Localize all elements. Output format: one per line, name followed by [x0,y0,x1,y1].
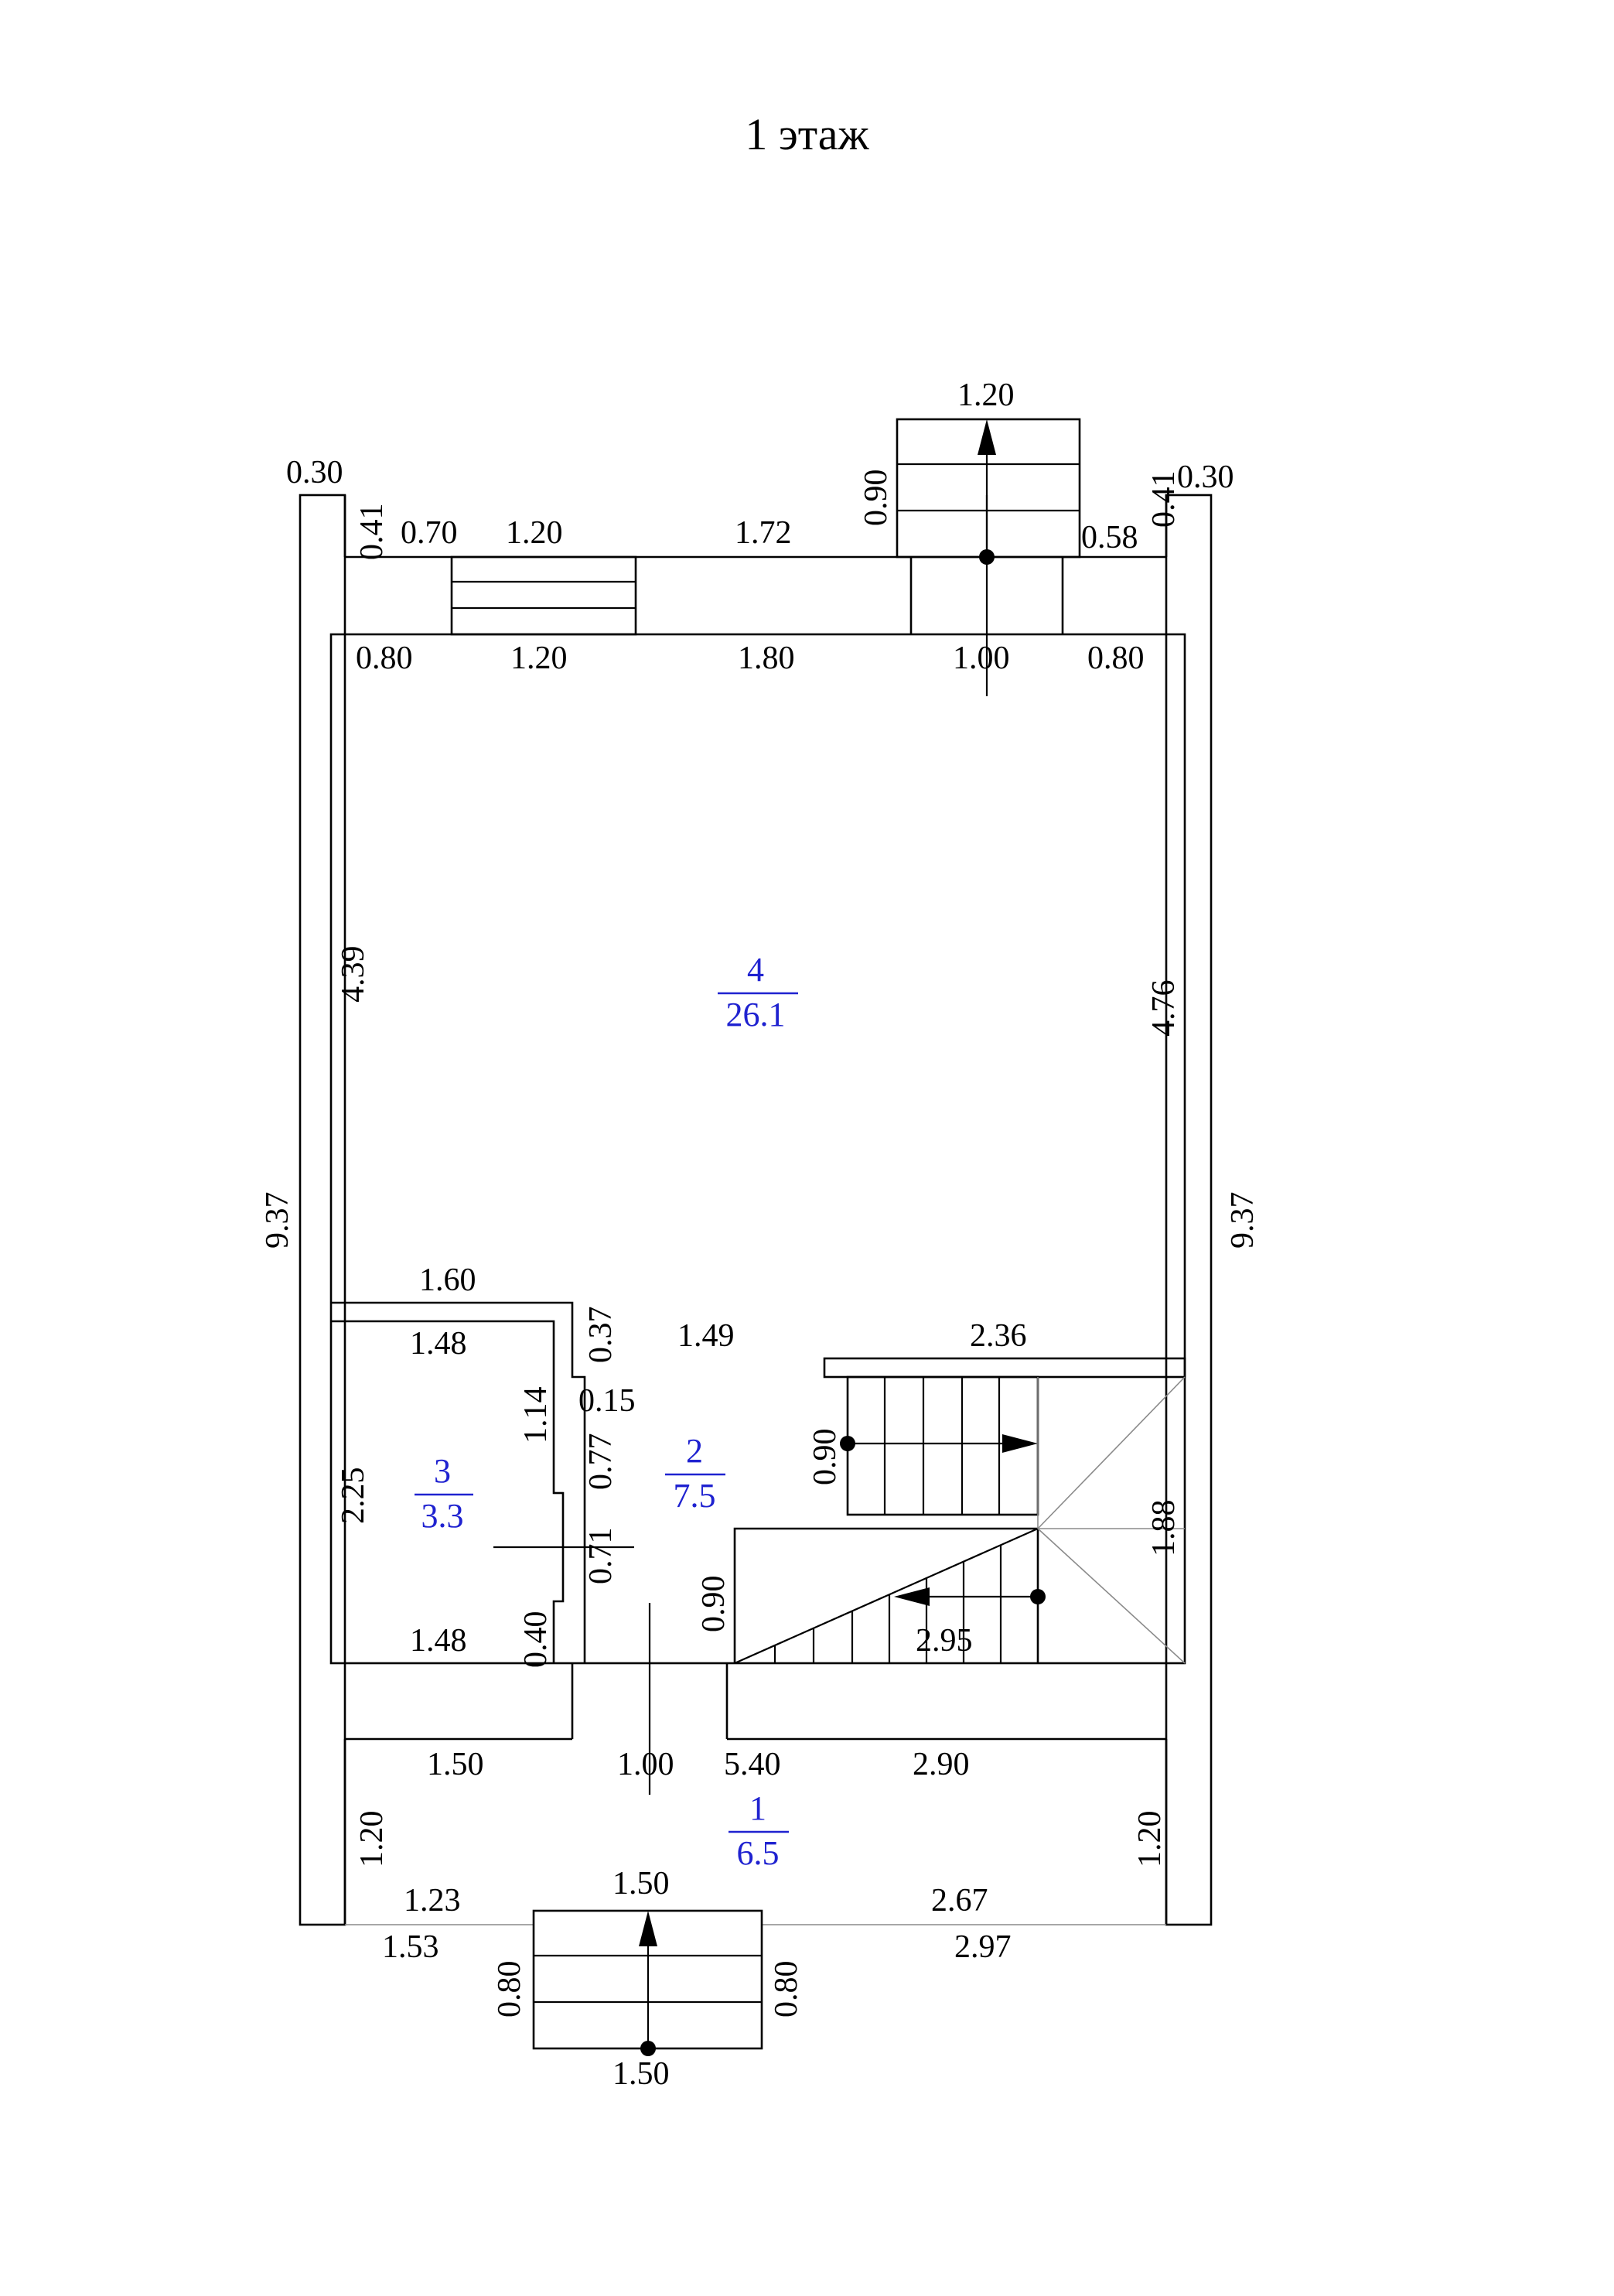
right-outer-wall [1165,494,1213,1926]
room-label-1: 1 6.5 [729,1789,789,1872]
svg-text:0.70: 0.70 [401,515,458,551]
arrow-up-icon [978,419,996,455]
svg-text:9.37: 9.37 [1225,1192,1261,1249]
svg-text:1.00: 1.00 [953,641,1010,676]
arrow-up-icon [639,1911,657,1946]
svg-text:0.90: 0.90 [858,470,894,527]
svg-text:1.20: 1.20 [510,641,568,676]
svg-text:7.5: 7.5 [674,1477,716,1515]
svg-text:2.36: 2.36 [970,1318,1027,1354]
top-porch-steps [896,418,1081,565]
room-label-3: 3 3.3 [415,1452,473,1535]
svg-text:0.41: 0.41 [1146,471,1182,528]
bottom-porch-steps [532,1909,763,2056]
room-label-2: 2 7.5 [665,1432,725,1515]
svg-text:0.90: 0.90 [696,1576,732,1633]
svg-text:0.41: 0.41 [354,504,390,561]
svg-text:3.3: 3.3 [421,1497,464,1535]
left-outer-wall [299,494,346,1926]
svg-text:2.67: 2.67 [931,1883,988,1918]
svg-text:1.72: 1.72 [735,515,792,551]
svg-text:0.80: 0.80 [492,1961,527,2018]
svg-text:26.1: 26.1 [726,996,786,1034]
svg-text:1: 1 [749,1789,766,1827]
svg-text:0.71: 0.71 [583,1528,619,1585]
outer-walls [299,494,1213,1926]
svg-text:1.50: 1.50 [427,1747,484,1782]
svg-text:4: 4 [747,951,764,989]
svg-text:0.40: 0.40 [518,1611,554,1669]
room-label-4: 4 26.1 [718,951,798,1034]
svg-text:0.80: 0.80 [769,1961,804,2018]
svg-text:1.60: 1.60 [419,1262,476,1298]
svg-text:6.5: 6.5 [737,1834,780,1872]
svg-text:1.14: 1.14 [518,1387,554,1444]
svg-text:9.37: 9.37 [260,1192,295,1249]
room-3-walls [331,1301,634,1663]
svg-text:1.50: 1.50 [613,2056,670,2092]
arrow-right-icon [1002,1434,1038,1453]
svg-text:1.80: 1.80 [738,641,795,676]
top-window [450,555,637,636]
svg-text:1.20: 1.20 [354,1811,390,1868]
svg-text:0.77: 0.77 [583,1433,619,1491]
svg-text:1.48: 1.48 [410,1623,467,1659]
svg-text:1.48: 1.48 [410,1326,467,1362]
svg-text:0.90: 0.90 [807,1429,843,1486]
hall-door [571,1603,729,1795]
svg-text:4.39: 4.39 [336,946,371,1003]
svg-text:1.20: 1.20 [506,515,563,551]
svg-text:0.15: 0.15 [578,1383,636,1419]
vertical-dimension-labels: 0.41 0.41 0.90 4.39 4.76 9.37 9.37 0.37 … [260,470,1261,2018]
svg-text:0.37: 0.37 [583,1307,619,1364]
svg-text:2.90: 2.90 [913,1747,970,1782]
room-4-outline [329,633,1186,1665]
svg-text:1.50: 1.50 [613,1866,670,1901]
arrow-left-icon [894,1587,930,1606]
svg-text:2.25: 2.25 [336,1467,371,1525]
svg-text:0.80: 0.80 [356,641,413,676]
svg-text:3: 3 [434,1452,451,1490]
svg-text:1.23: 1.23 [404,1883,461,1918]
staircase [733,1357,1186,1665]
svg-text:2.95: 2.95 [916,1623,973,1659]
svg-text:1.00: 1.00 [617,1747,674,1782]
svg-text:1.20: 1.20 [957,378,1015,413]
svg-text:2: 2 [686,1432,703,1470]
svg-text:1.49: 1.49 [677,1318,735,1354]
svg-text:0.80: 0.80 [1087,641,1145,676]
page-title: 1 этаж [745,109,869,159]
svg-text:5.40: 5.40 [724,1747,781,1782]
svg-text:0.58: 0.58 [1081,520,1138,555]
svg-text:1.20: 1.20 [1132,1811,1168,1868]
svg-text:1.53: 1.53 [382,1929,439,1965]
svg-text:4.76: 4.76 [1146,980,1182,1037]
svg-text:2.97: 2.97 [954,1929,1012,1965]
dimension-labels: 0.30 0.30 0.70 1.20 1.72 0.58 1.20 0.80 … [286,378,1234,2092]
svg-text:1.88: 1.88 [1146,1500,1182,1557]
svg-text:0.30: 0.30 [286,455,343,490]
svg-text:0.30: 0.30 [1177,460,1234,495]
